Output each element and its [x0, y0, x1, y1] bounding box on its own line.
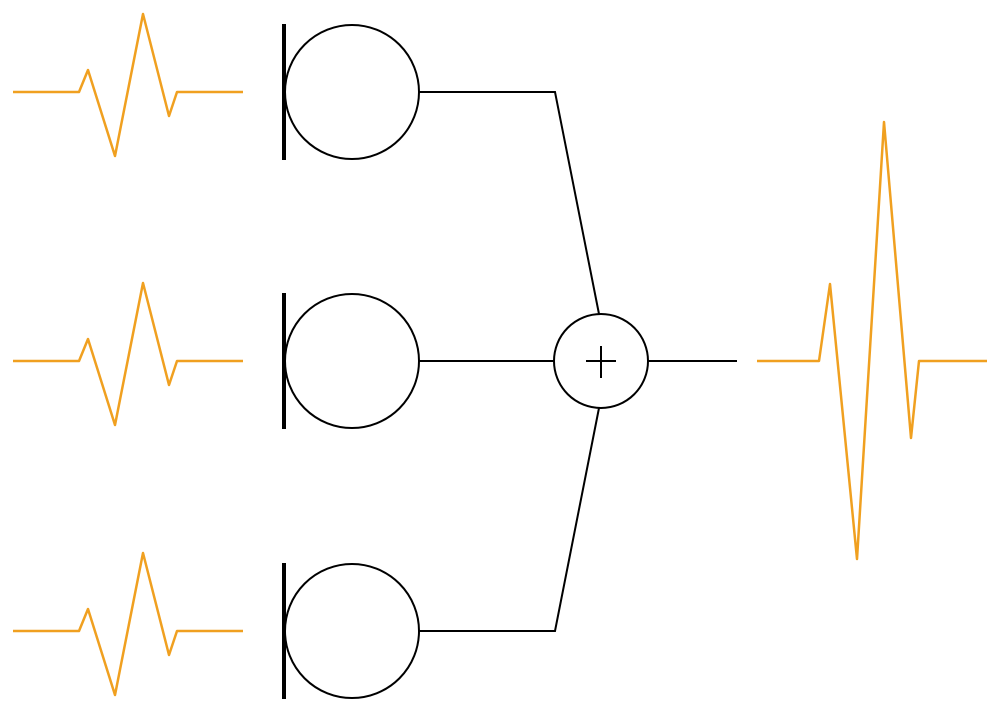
inputs: [13, 12, 420, 699]
input-waveform-2: [13, 281, 243, 427]
output: [757, 120, 987, 561]
microphone-body-2: [284, 293, 420, 429]
output-waveform: [757, 120, 987, 561]
input-channel-2: [13, 281, 420, 429]
input-channel-1: [13, 12, 420, 160]
input-waveform-3: [13, 551, 243, 697]
wires: [419, 91, 737, 632]
microphone-body-3: [284, 563, 420, 699]
summing-node: [553, 313, 649, 409]
wire-3: [419, 407, 600, 632]
wire-1: [419, 91, 600, 315]
input-channel-3: [13, 551, 420, 699]
input-waveform-1: [13, 12, 243, 158]
microphone-body-1: [284, 24, 420, 160]
